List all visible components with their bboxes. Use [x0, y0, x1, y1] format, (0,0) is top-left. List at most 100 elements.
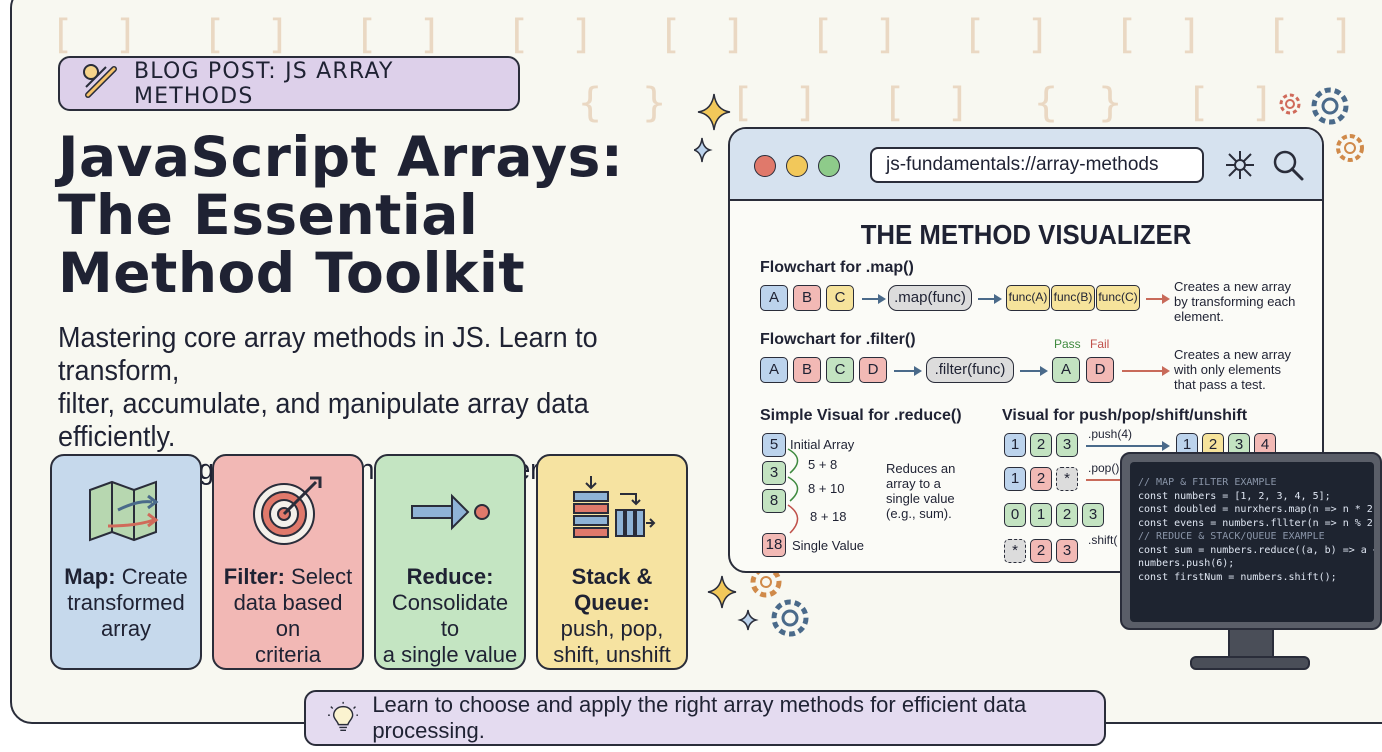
reduce-value-box: 8 — [762, 489, 786, 513]
stack-box: 2 — [1056, 503, 1078, 527]
gear-icon — [707, 566, 809, 637]
shift-label: .shift( — [1088, 533, 1118, 547]
bracket-decoration: [ ] — [962, 12, 1059, 58]
pop-label: .pop() — [1088, 461, 1120, 475]
reduce-visual-label: Simple Visual for .reduce() — [760, 407, 962, 424]
page-title: JavaScript Arrays: The Essential Method … — [58, 128, 698, 302]
brace-decoration: { } — [1034, 80, 1131, 126]
filter-input-box: B — [793, 357, 821, 383]
stack-box: 1 — [1004, 433, 1026, 457]
bottom-banner: Learn to choose and apply the right arra… — [304, 690, 1106, 746]
bracket-decoration: [ ] — [810, 12, 907, 58]
stack-box: 1 — [1004, 467, 1026, 491]
badge-label: BLOG POST: JS ARRAY METHODS — [134, 58, 394, 109]
map-output-box: func(B) — [1051, 285, 1095, 311]
bracket-decoration: [ ] — [506, 12, 603, 58]
push-label: .push(4) — [1088, 427, 1133, 441]
filter-arrow — [1122, 366, 1170, 376]
map-arrow — [1146, 294, 1170, 304]
map-input-box: A — [760, 285, 788, 311]
reduce-value-box: 5 — [762, 433, 786, 457]
reduce-step: 8 + 18 — [810, 509, 847, 524]
reduce-initial-label: Initial Array — [790, 437, 855, 452]
bottom-banner-text: Learn to choose and apply the right arra… — [372, 692, 1027, 743]
filter-note: Creates a new array with only elements t… — [1174, 347, 1292, 392]
stack-box: 3 — [1082, 503, 1104, 527]
push-arrow — [1086, 441, 1170, 451]
bracket-decoration: [ ] — [730, 80, 827, 126]
minimize-dot[interactable] — [786, 155, 808, 177]
gear-icon — [1279, 87, 1364, 162]
bracket-decoration: [ ] — [354, 12, 451, 58]
subtitle-line-2: filter, accumulate, and ɱanipulate array… — [58, 388, 589, 453]
map-input-box: B — [793, 285, 821, 311]
card-stack-queue-text: Stack & Queue: push, pop, shift, unshift — [553, 564, 671, 667]
code-line: const firstNum = numbers.shift(); — [1138, 571, 1337, 583]
filter-output-box: A — [1052, 357, 1080, 383]
card-stack-queue[interactable]: Stack & Queue: push, pop, shift, unshift — [536, 454, 688, 670]
card-filter-text: Filter: Select data based on criteria — [223, 564, 353, 667]
card-filter[interactable]: Filter: Select data based on criteria — [212, 454, 364, 670]
map-flowchart-label: Flowchart for .map() — [760, 259, 914, 276]
pencil-ruler-icon — [80, 61, 120, 106]
filter-flowchart-label: Flowchart for .filter() — [760, 331, 916, 348]
stack-box: 3 — [1056, 539, 1078, 563]
reduce-curve-arrows — [787, 448, 799, 534]
filter-output-box: D — [1086, 357, 1114, 383]
map-output-box: func(C) — [1096, 285, 1140, 311]
code-line: numbers.push(6); — [1138, 558, 1235, 569]
monitor-base — [1190, 656, 1310, 670]
code-line: // MAP & FILTER EXAMPLE — [1138, 477, 1277, 488]
map-func-box: .map(func) — [888, 285, 972, 311]
filter-arrow — [1020, 366, 1048, 376]
stack-box: * — [1004, 539, 1026, 563]
stack-queue-icon — [573, 476, 656, 538]
bracket-decoration: [ ] — [882, 80, 979, 126]
card-map[interactable]: Map: Create transformed array — [50, 454, 202, 670]
title-line-1: JavaScript Arrays: — [58, 125, 624, 189]
reduce-note: Reduces an array to a single value (e.g.… — [886, 461, 956, 521]
card-map-text: Map: Create transformed array — [64, 564, 188, 641]
bracket-decoration: [ ] — [658, 12, 755, 58]
filter-input-box: A — [760, 357, 788, 383]
filter-input-box: C — [826, 357, 854, 383]
monitor-stand — [1228, 630, 1274, 660]
map-note: Creates a new array by transforming each… — [1174, 279, 1296, 324]
bracket-decoration: [ ] — [50, 12, 147, 58]
blog-post-badge: BLOG POST: JS ARRAY METHODS — [58, 56, 520, 111]
map-arrow — [978, 294, 1002, 304]
reduce-final-label: Single Value — [792, 538, 865, 553]
sparkle-icon — [694, 93, 731, 163]
code-monitor: // MAP & FILTER EXAMPLE const numbers = … — [1120, 452, 1382, 630]
stack-visual-label: Visual for push/pop/shift/unshift — [1002, 407, 1248, 424]
close-dot[interactable] — [754, 155, 776, 177]
code-screen: // MAP & FILTER EXAMPLE const numbers = … — [1130, 462, 1374, 622]
stack-box: * — [1056, 467, 1078, 491]
visualizer-heading: THE METHOD VISUALIZER — [860, 219, 1192, 250]
url-bar[interactable]: js-fundamentals://array-methods — [870, 147, 1204, 183]
filter-arrow — [894, 366, 922, 376]
method-visualizer-window: js-fundamentals://array-methods THE METH… — [728, 127, 1324, 573]
code-line: const numbers = [1, 2, 3, 4, 5]; — [1138, 490, 1331, 502]
filter-input-box: D — [859, 357, 887, 383]
fail-label: Fail — [1090, 337, 1110, 351]
maximize-dot[interactable] — [818, 155, 840, 177]
stack-box: 0 — [1004, 503, 1026, 527]
filter-func-box: .filter(func) — [926, 357, 1014, 383]
code-line: // REDUCE & STACK/QUEUE EXAMPLE — [1138, 531, 1325, 542]
title-line-3: Method Toolkit — [58, 241, 526, 305]
stack-box: 2 — [1202, 433, 1224, 457]
reduce-step: 8 + 10 — [808, 481, 845, 496]
map-input-box: C — [826, 285, 854, 311]
search-icon[interactable] — [1270, 147, 1306, 183]
card-reduce[interactable]: Reduce: Consolidate to a single value — [374, 454, 526, 670]
map-icon — [89, 480, 159, 542]
target-icon — [253, 476, 322, 545]
browser-titlebar: js-fundamentals://array-methods — [730, 129, 1322, 201]
lightbulb-icon — [328, 701, 359, 732]
method-cards: Map: Create transformed array Filter: Se… — [50, 454, 688, 670]
subtitle-line-1: Mastering core array methods in JS. Lear… — [58, 322, 598, 387]
title-line-2: The Essential — [58, 183, 479, 247]
stack-box: 2 — [1030, 539, 1052, 563]
network-icon[interactable] — [1220, 147, 1260, 183]
